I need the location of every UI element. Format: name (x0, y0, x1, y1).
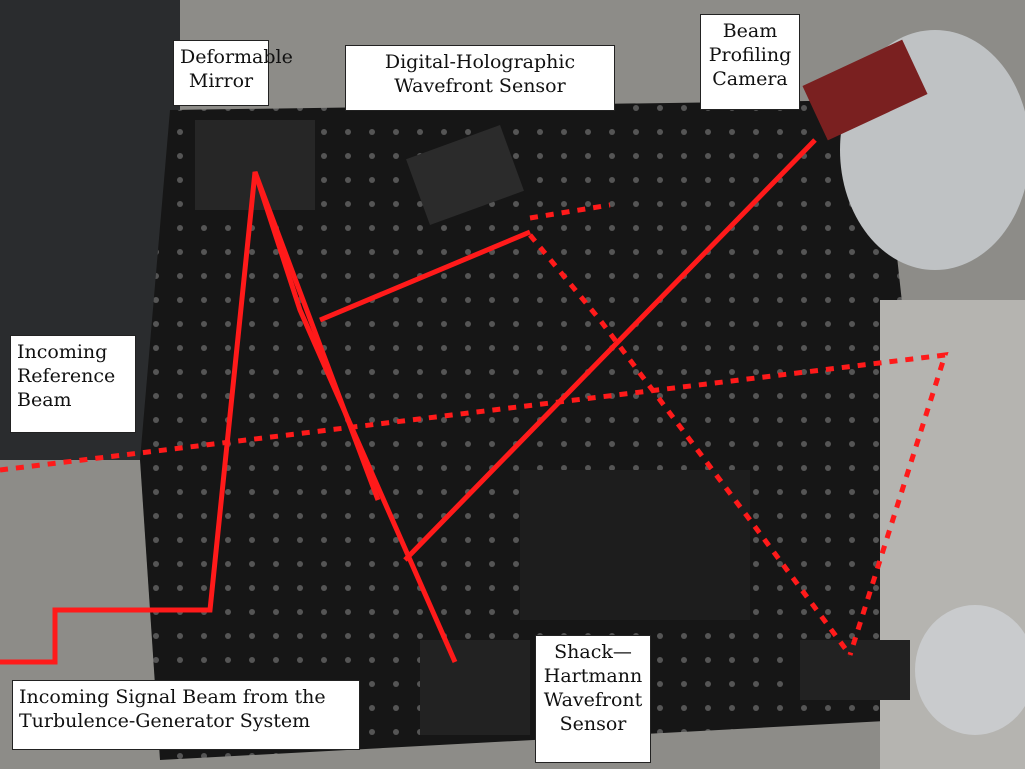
label-line: Mirror (188, 70, 254, 92)
label-line: Sensor (559, 713, 627, 735)
solid-beam-paths (0, 138, 817, 665)
label-signal-beam: Incoming Signal Beam from the Turbulence… (12, 680, 360, 750)
profiling-camera (802, 39, 928, 141)
label-line: Reference (17, 365, 116, 387)
label-dh-wavefront-sensor: Digital-Holographic Wavefront Sensor (345, 45, 615, 111)
deformable-mirror-mount (195, 120, 315, 210)
flex-duct-bottom (915, 605, 1025, 735)
label-line: Incoming (17, 341, 108, 363)
label-reference-beam: Incoming Reference Beam (10, 335, 136, 433)
label-line: Camera (712, 68, 788, 90)
translation-stage (520, 470, 750, 620)
label-line: Shack— (554, 641, 632, 663)
label-beam-profiling-camera: Beam Profiling Camera (700, 14, 800, 110)
label-shack-hartmann: Shack— Hartmann Wavefront Sensor (535, 635, 651, 763)
label-line: Profiling (708, 44, 792, 66)
label-line: Wavefront (543, 689, 643, 711)
label-line: Deformable (180, 46, 293, 68)
label-line: Beam (17, 389, 72, 411)
label-line: Digital-Holographic (384, 51, 576, 73)
label-line: Beam (722, 20, 778, 42)
label-deformable-mirror: Deformable Mirror (173, 40, 293, 106)
dashed-beam-paths (0, 202, 949, 657)
dh-sensor-camera (406, 125, 524, 225)
shack-hartmann-sensor (420, 640, 530, 735)
label-line: Incoming Signal Beam from the (19, 686, 326, 708)
label-line: Hartmann (543, 665, 643, 687)
mirror-mount-right (800, 640, 910, 700)
label-line: Wavefront Sensor (394, 75, 566, 97)
label-line: Turbulence-Generator System (19, 710, 311, 732)
